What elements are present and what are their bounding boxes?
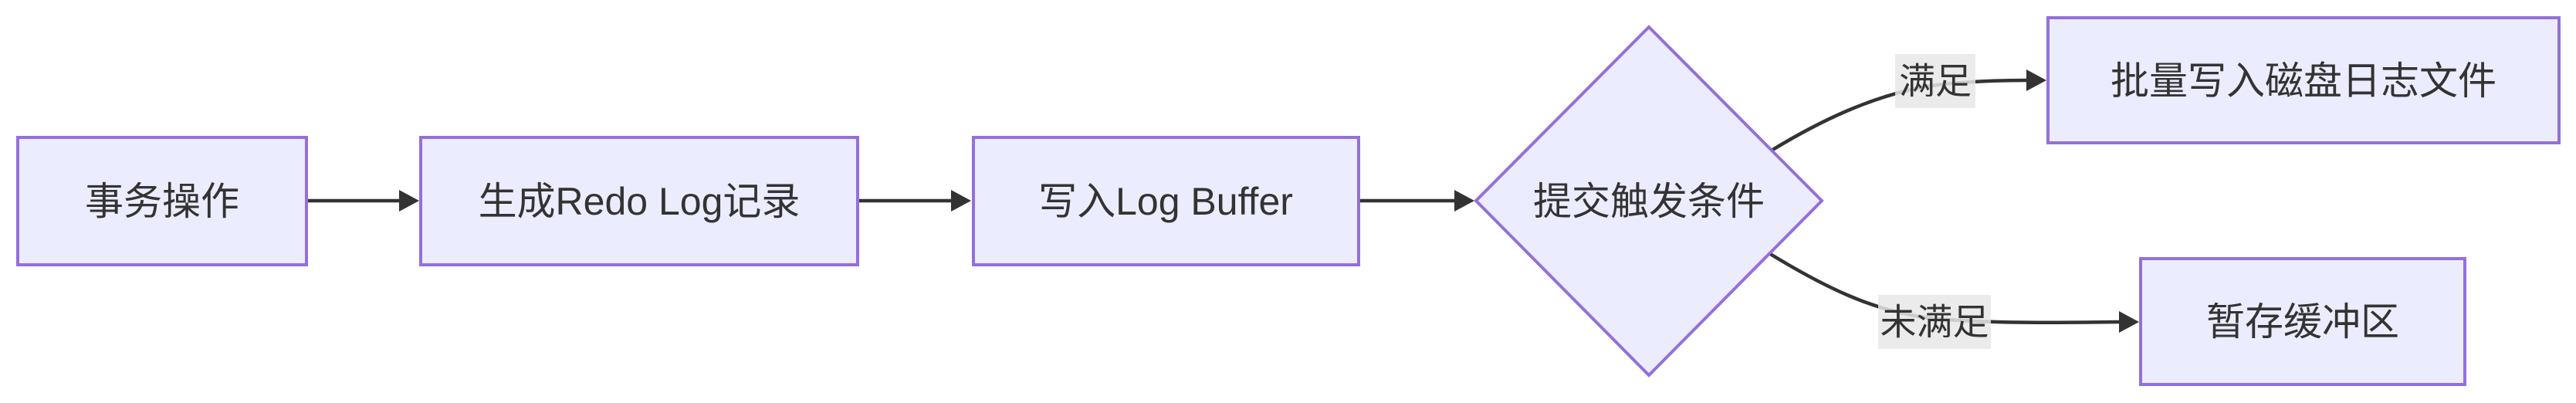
edge-label-background	[1878, 295, 1991, 349]
edge-label-text: 未满足	[1880, 302, 1989, 343]
arrowhead-icon	[2119, 311, 2139, 333]
node-label: 事务操作	[85, 180, 239, 223]
edge-transaction-to-generate	[306, 190, 419, 212]
node-rect	[2139, 257, 2466, 386]
node-staging-buffer: 暂存缓冲区	[2139, 257, 2466, 386]
node-label: 暂存缓冲区	[2206, 300, 2399, 344]
edge-label-background	[1895, 54, 1975, 108]
edge-generate-to-logbuffer	[858, 190, 971, 212]
node-rect	[419, 136, 859, 266]
arrowhead-icon	[2026, 69, 2046, 91]
arrowhead-icon	[399, 190, 419, 212]
arrowhead-icon	[1454, 190, 1474, 212]
edge-label-satisfied: 满足	[1895, 54, 1975, 108]
decision-diamond	[1474, 25, 1824, 378]
node-label: 写入Log Buffer	[1038, 180, 1293, 223]
node-label: 提交触发条件	[1533, 180, 1765, 223]
node-label: 生成Redo Log记录	[479, 180, 801, 223]
node-rect	[972, 136, 1360, 266]
node-rect	[2046, 16, 2561, 144]
node-batch-write-disk-log: 批量写入磁盘日志文件	[2046, 16, 2561, 144]
node-write-log-buffer: 写入Log Buffer	[972, 136, 1360, 266]
arrowhead-icon	[951, 190, 971, 212]
node-transaction: 事务操作	[16, 136, 308, 266]
edge-label-not-satisfied: 未满足	[1878, 295, 1991, 349]
decision-commit-trigger-condition: 提交触发条件	[1474, 25, 1824, 378]
edge-logbuffer-to-decision	[1359, 190, 1474, 212]
node-rect	[16, 136, 308, 266]
node-generate-redo-log: 生成Redo Log记录	[419, 136, 859, 266]
node-label: 批量写入磁盘日志文件	[2111, 59, 2496, 103]
edge-label-text: 满足	[1899, 61, 1972, 102]
